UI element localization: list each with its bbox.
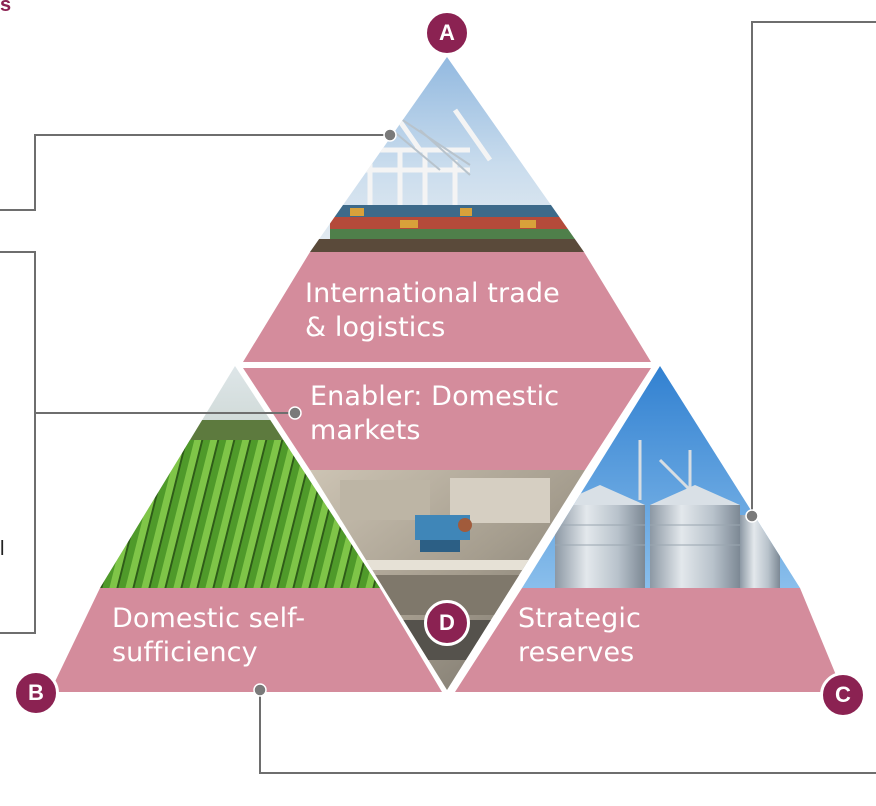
connector-international-trade [0, 134, 390, 211]
connector-self-sufficiency [259, 690, 876, 774]
international-trade-band [243, 252, 651, 362]
strategic-reserves-label: Strategic reserves [518, 603, 641, 668]
strategic-reserves-band [455, 588, 843, 692]
marker-a: A [424, 10, 470, 56]
cropped-text-top-left: s [0, 0, 12, 16]
marker-b: B [13, 670, 59, 716]
connector-strategic-reserves [751, 21, 876, 516]
connector-domestic-markets [0, 251, 295, 414]
connector-lines [0, 21, 876, 774]
domestic-markets-label: Enabler: Domestic markets [310, 381, 560, 446]
cropped-text-left-mid: l [0, 538, 5, 560]
international-trade-label: International trade & logistics [305, 278, 560, 343]
self-sufficiency-label: Domestic self- sufficiency [112, 603, 306, 668]
marker-c: C [820, 672, 866, 718]
marker-d: D [424, 600, 470, 646]
self-sufficiency-band [50, 588, 442, 692]
port-cranes-image [310, 57, 584, 252]
connector-dots [253, 128, 759, 697]
domestic-markets-band [243, 368, 651, 470]
connector-domestic-markets-lower [0, 413, 36, 634]
